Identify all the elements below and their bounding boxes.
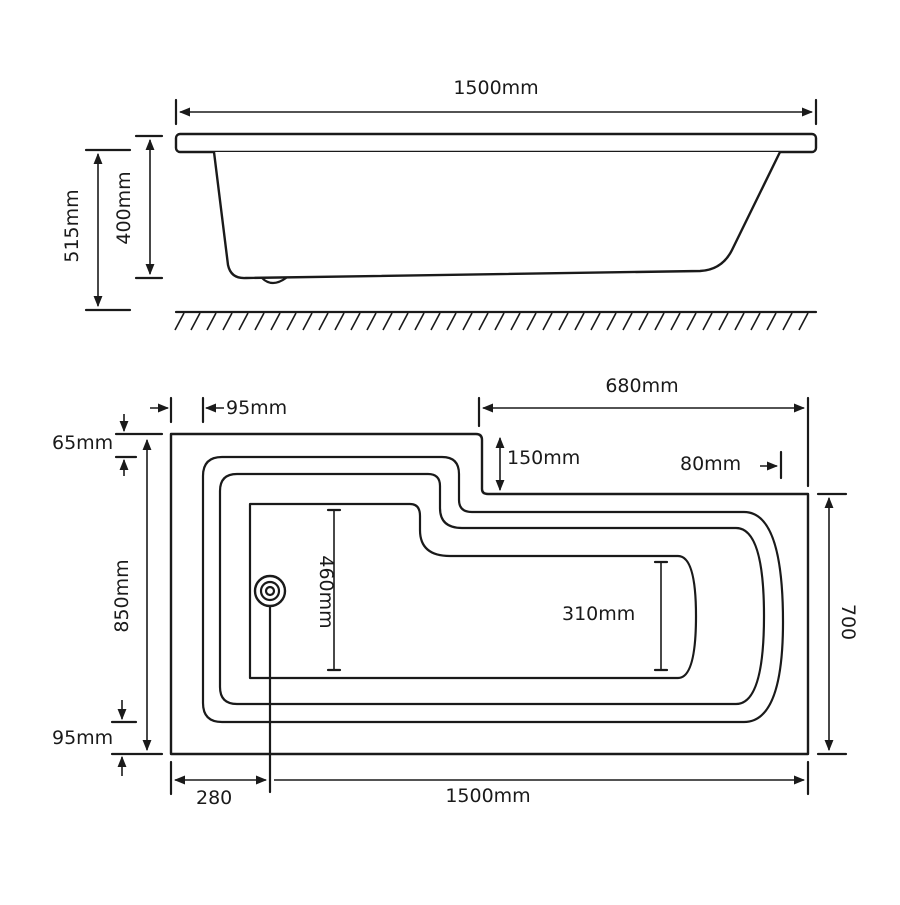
step-depth-label: 150mm xyxy=(507,447,580,469)
rim-bottom-label: 95mm xyxy=(52,727,113,749)
floor-hatch-stroke xyxy=(526,312,537,331)
plan-view: 95mm 680mm 65mm 150mm 80mm 850mm 460mm 3… xyxy=(52,375,859,809)
floor-hatch-stroke xyxy=(190,312,201,331)
floor-hatch-stroke xyxy=(270,312,281,331)
floor-hatch-stroke xyxy=(206,312,217,331)
depth-400-label: 400mm xyxy=(113,171,135,244)
floor-hatch-stroke xyxy=(718,312,729,331)
waste-outlet-icon xyxy=(253,574,287,608)
floor-hatch-stroke xyxy=(430,312,441,331)
floor-hatch-stroke xyxy=(590,312,601,331)
floor-hatch-stroke xyxy=(638,312,649,331)
side-view: 1500mm 515mm 400mm xyxy=(61,77,818,331)
height-515-label: 515mm xyxy=(61,189,83,262)
basin-floor xyxy=(248,502,698,680)
floor-hatch-stroke xyxy=(462,312,473,331)
inner-shower-label: 460mm xyxy=(315,555,337,628)
floor-hatch-stroke xyxy=(302,312,313,331)
floor-hatch-stroke xyxy=(606,312,617,331)
rim-left-label: 95mm xyxy=(226,397,287,419)
floor-hatch-stroke xyxy=(782,312,793,331)
rim-top-label: 65mm xyxy=(52,432,113,454)
floor-hatch-stroke xyxy=(238,312,249,331)
floor-hatch-stroke xyxy=(734,312,745,331)
floor-hatch-stroke xyxy=(766,312,777,331)
floor-hatch-stroke xyxy=(478,312,489,331)
floor-hatch-stroke xyxy=(686,312,697,331)
floor-hatch-stroke xyxy=(670,312,681,331)
inner-bath-label: 310mm xyxy=(562,603,635,625)
shower-length-label: 680mm xyxy=(605,375,678,397)
floor-hatch-stroke xyxy=(254,312,265,331)
bath-outline-plan xyxy=(169,432,810,756)
floor-hatch-stroke xyxy=(750,312,761,331)
floor-hatch-stroke xyxy=(350,312,361,331)
side-length-label: 1500mm xyxy=(453,77,538,99)
floor-hatch-stroke xyxy=(222,312,233,331)
floor-hatch-stroke xyxy=(798,312,809,331)
floor-hatch-stroke xyxy=(494,312,505,331)
rim-right-label: 80mm xyxy=(680,453,741,475)
plan-length-label: 1500mm xyxy=(445,785,530,807)
floor-hatch-stroke xyxy=(366,312,377,331)
floor-hatch-stroke xyxy=(622,312,633,331)
bath-end-label: 700 xyxy=(837,604,859,640)
overall-width-label: 850mm xyxy=(111,559,133,632)
floor-hatch-stroke xyxy=(334,312,345,331)
floor-hatch-stroke xyxy=(398,312,409,331)
floor-hatch-stroke xyxy=(446,312,457,331)
floor-hatching xyxy=(174,312,809,331)
floor-hatch-stroke xyxy=(510,312,521,331)
bath-foot xyxy=(260,276,288,285)
waste-outlet-center xyxy=(264,585,276,597)
floor-hatch-stroke xyxy=(702,312,713,331)
floor-hatch-stroke xyxy=(174,312,185,331)
floor-hatch-stroke xyxy=(286,312,297,331)
floor-hatch-stroke xyxy=(414,312,425,331)
bath-body xyxy=(212,151,782,280)
bath-rim xyxy=(174,132,818,154)
rim-contour-outer xyxy=(201,455,785,724)
floor-hatch-stroke xyxy=(558,312,569,331)
floor-hatch-stroke xyxy=(382,312,393,331)
floor-hatch-stroke xyxy=(654,312,665,331)
floor-hatch-stroke xyxy=(542,312,553,331)
rim-contour-inner xyxy=(218,472,766,706)
waste-offset-label: 280 xyxy=(196,787,232,809)
waste-outlet-ring xyxy=(259,580,281,602)
floor-hatch-stroke xyxy=(574,312,585,331)
floor-hatch-stroke xyxy=(318,312,329,331)
